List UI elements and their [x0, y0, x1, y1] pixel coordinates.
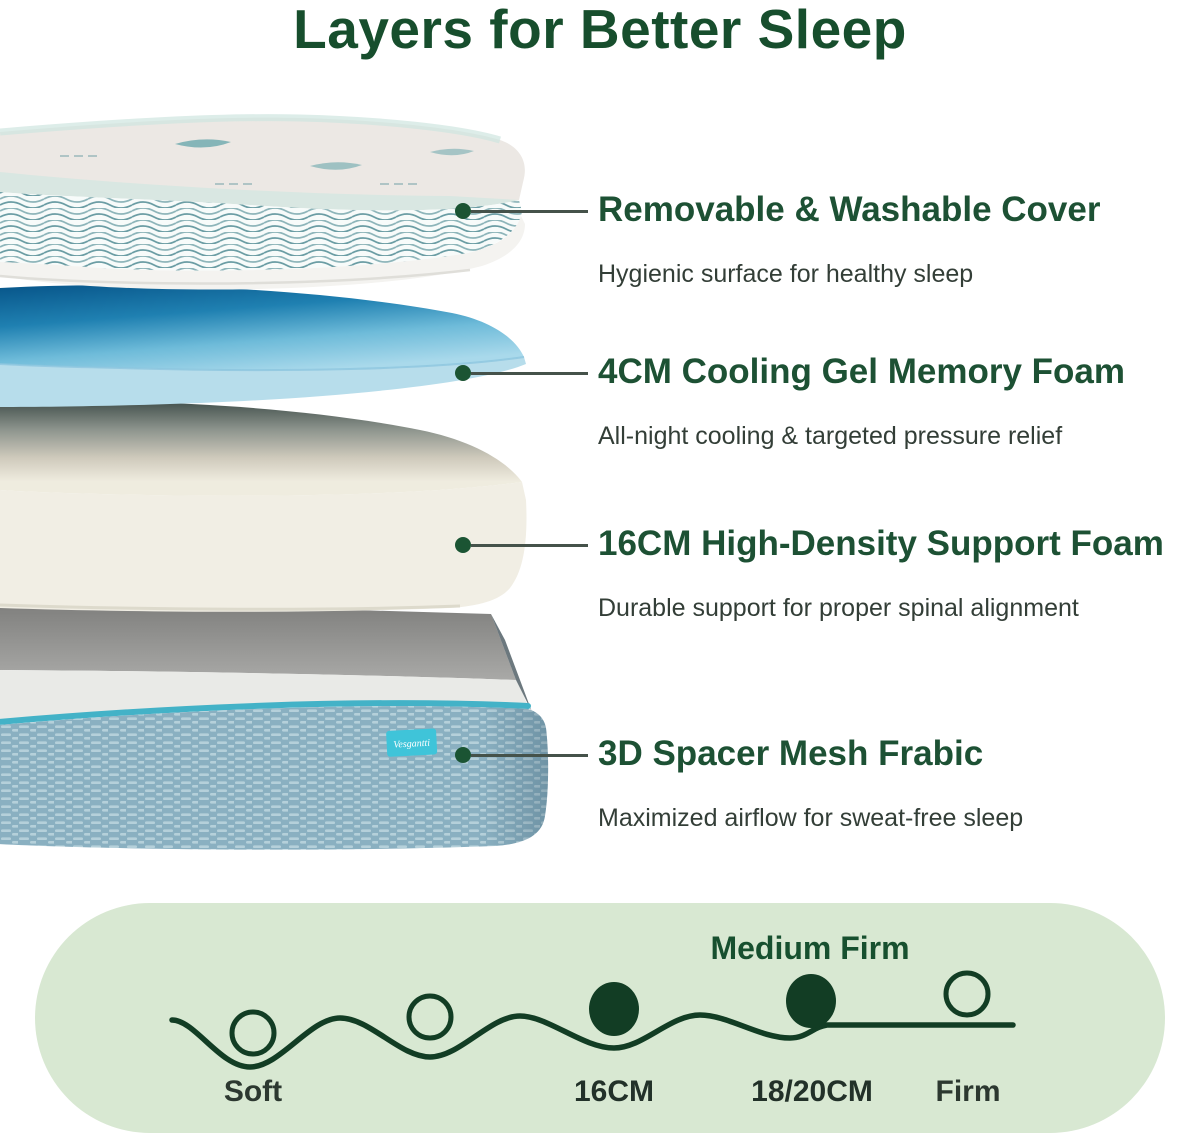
feature-gel-foam: 4CM Cooling Gel Memory Foam All-night co…	[455, 352, 1125, 450]
leader-line	[471, 754, 588, 757]
firmness-label-16cm: 16CM	[573, 1075, 655, 1108]
firmness-label-firm: Firm	[935, 1075, 1001, 1108]
firmness-wave	[169, 970, 1016, 1070]
feature-heading: Removable & Washable Cover	[598, 190, 1101, 229]
mattress-illustration: Vesgantti	[0, 114, 549, 850]
leader-line	[471, 210, 588, 213]
feature-support-foam: 16CM High-Density Support Foam Durable s…	[455, 524, 1164, 622]
feature-description: Durable support for proper spinal alignm…	[598, 594, 1079, 622]
firmness-point-16cm	[589, 982, 639, 1036]
firmness-point-soft	[229, 1009, 277, 1057]
firmness-banner: Medium Firm Soft 16CM 18/20CM Firm	[35, 903, 1165, 1133]
svg-text:Vesgantti: Vesgantti	[393, 738, 430, 751]
wave-line	[169, 1012, 1016, 1070]
cover-layer-graphic	[0, 114, 525, 290]
feature-heading: 3D Spacer Mesh Frabic	[598, 734, 984, 773]
brand-tag: Vesgantti	[386, 728, 438, 757]
firmness-label-1820cm: 18/20CM	[751, 1075, 873, 1108]
feature-mesh-fabric: 3D Spacer Mesh Frabic Maximized airflow …	[455, 734, 1024, 832]
feature-cover: Removable & Washable Cover Hygienic surf…	[455, 190, 1101, 288]
feature-description: Maximized airflow for sweat-free sleep	[598, 804, 1024, 832]
feature-heading: 16CM High-Density Support Foam	[598, 524, 1164, 563]
bullet-dot	[455, 203, 471, 219]
leader-line	[471, 372, 588, 375]
leader-line	[471, 544, 588, 547]
firmness-title: Medium Firm	[710, 930, 910, 966]
firmness-point-firm	[943, 970, 991, 1018]
foam-layer-graphic	[0, 401, 527, 612]
base-layer-graphic: Vesgantti	[0, 600, 549, 850]
page-title: Layers for Better Sleep	[293, 0, 907, 60]
bullet-dot	[455, 747, 471, 763]
feature-description: All-night cooling & targeted pressure re…	[598, 422, 1063, 450]
firmness-point-2	[406, 993, 454, 1041]
firmness-label-soft: Soft	[223, 1075, 283, 1108]
bullet-dot	[455, 537, 471, 553]
gel-layer-graphic	[0, 285, 526, 407]
bullet-dot	[455, 365, 471, 381]
firmness-point-1820cm	[786, 974, 836, 1028]
feature-heading: 4CM Cooling Gel Memory Foam	[598, 352, 1125, 391]
feature-description: Hygienic surface for healthy sleep	[598, 260, 974, 288]
